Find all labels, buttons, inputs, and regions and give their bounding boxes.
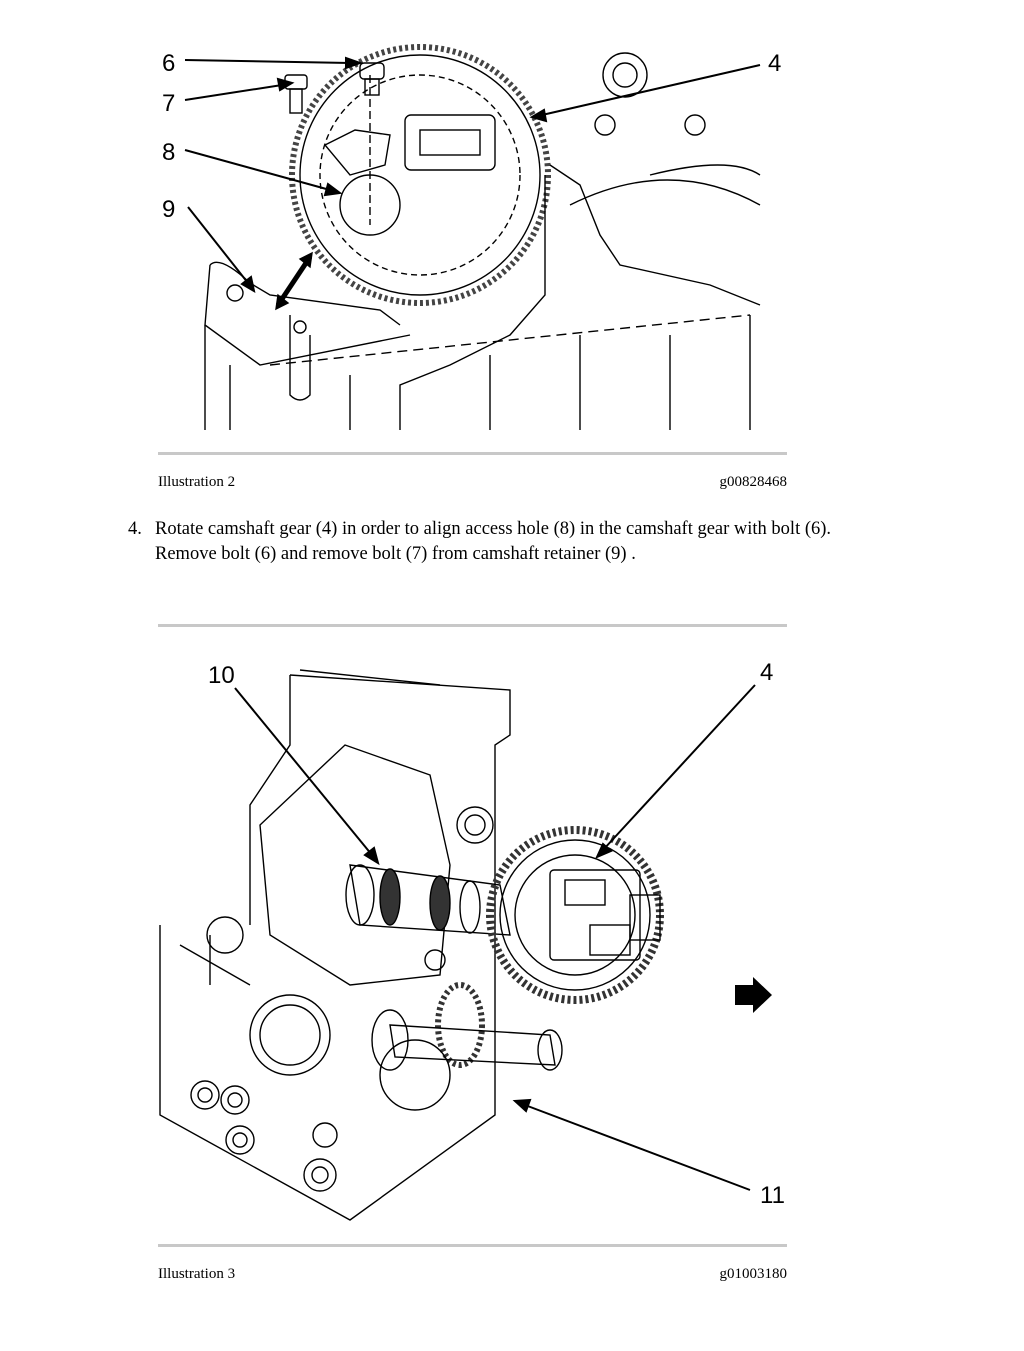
callout-9: 9	[162, 196, 175, 223]
callout-4-bottom: 4	[760, 659, 773, 686]
step-line-1: Rotate camshaft gear (4) in order to ali…	[155, 519, 832, 539]
illustration-3-caption: Illustration 3	[158, 1266, 236, 1282]
callout-11: 11	[760, 1182, 785, 1209]
illustration-3-rule	[158, 1244, 787, 1247]
step-number: 4.	[128, 519, 142, 539]
illustration-2-id: g00828468	[719, 474, 788, 490]
callout-4-top: 4	[768, 50, 781, 77]
step-line-2: Remove bolt (6) and remove bolt (7) from…	[155, 544, 636, 564]
callout-8: 8	[162, 139, 175, 166]
step-4: 4. Rotate camshaft gear (4) in order to …	[128, 517, 948, 567]
illustration-3-top-rule	[158, 624, 787, 627]
callout-10: 10	[208, 662, 235, 689]
illustration-2-drawing: 6 7 8 9 4	[162, 44, 781, 430]
illustration-2-caption: Illustration 2	[158, 474, 236, 490]
illustration-2-rule	[158, 452, 787, 455]
callout-7: 7	[162, 90, 175, 117]
illustration-3-drawing: 10 4 11	[159, 659, 785, 1221]
callout-6: 6	[162, 50, 175, 77]
illustration-3-id: g01003180	[719, 1266, 788, 1282]
